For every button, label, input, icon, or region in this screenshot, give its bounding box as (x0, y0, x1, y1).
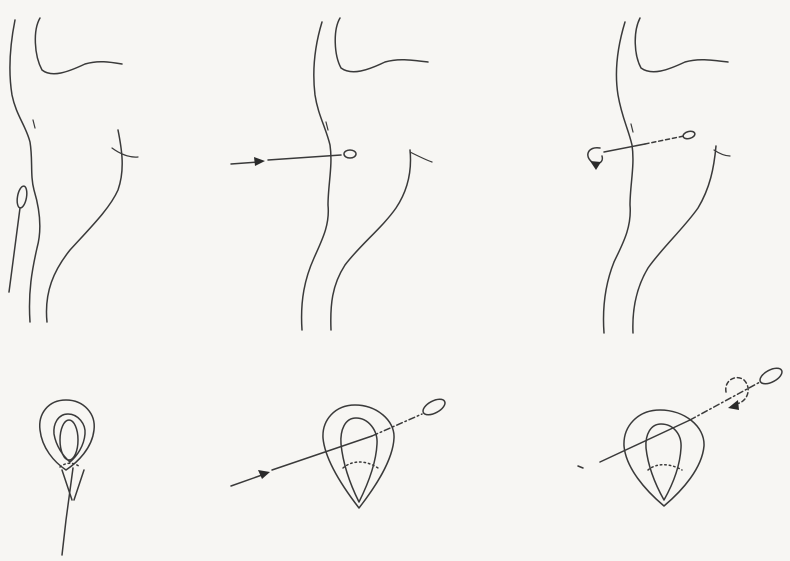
entry-arrow-head (258, 470, 270, 479)
entry-arrow-shaft (231, 162, 258, 164)
probe-head (16, 185, 29, 208)
upper-contour (35, 18, 122, 74)
rear-outline (331, 150, 411, 330)
rotation-arrow-arc (726, 378, 748, 404)
side-view-2 (231, 18, 432, 330)
rotation-arrow-head (728, 400, 739, 410)
probe-tip (758, 365, 785, 387)
rotation-arrow-arc (588, 148, 603, 164)
head-front-outline (603, 22, 632, 333)
head-front-outline (302, 22, 331, 330)
probe-tip (682, 130, 695, 140)
probe-handle (9, 208, 20, 292)
insertion-line-dashed (372, 414, 422, 436)
insertion-line (604, 144, 645, 152)
small-notch (326, 122, 328, 130)
side-view-3 (588, 18, 730, 333)
inner-oval (60, 420, 78, 460)
insertion-line (268, 155, 341, 160)
probe-tip (421, 396, 448, 418)
insertion-line (272, 436, 372, 470)
probe-tip (344, 150, 356, 158)
cone-right (74, 470, 84, 500)
small-notch (631, 124, 633, 132)
rear-outline (633, 146, 716, 333)
entry-mark (578, 466, 583, 468)
rotation-arrow-head (590, 161, 601, 170)
upper-contour (635, 18, 728, 72)
shoulder-curve (112, 148, 138, 157)
rear-outline (46, 130, 122, 322)
insertion-line (600, 420, 690, 462)
outer-teardrop (323, 405, 394, 508)
front-view-3 (578, 365, 784, 506)
insertion-line-dashed (645, 136, 684, 144)
shoulder-curve (410, 152, 432, 162)
head-front-outline (10, 20, 40, 322)
upper-contour (335, 18, 428, 72)
side-view-1 (9, 18, 138, 322)
inner-teardrop (646, 424, 681, 500)
entry-arrow-shaft (231, 475, 262, 486)
entry-arrow-head (254, 157, 265, 166)
inner-teardrop (54, 414, 85, 462)
front-view-1 (40, 400, 94, 555)
front-view-2 (231, 396, 447, 508)
small-notch (33, 120, 35, 128)
shoulder-curve (714, 150, 730, 156)
probe-shaft (62, 468, 73, 555)
insertion-line-dashed (690, 382, 760, 420)
